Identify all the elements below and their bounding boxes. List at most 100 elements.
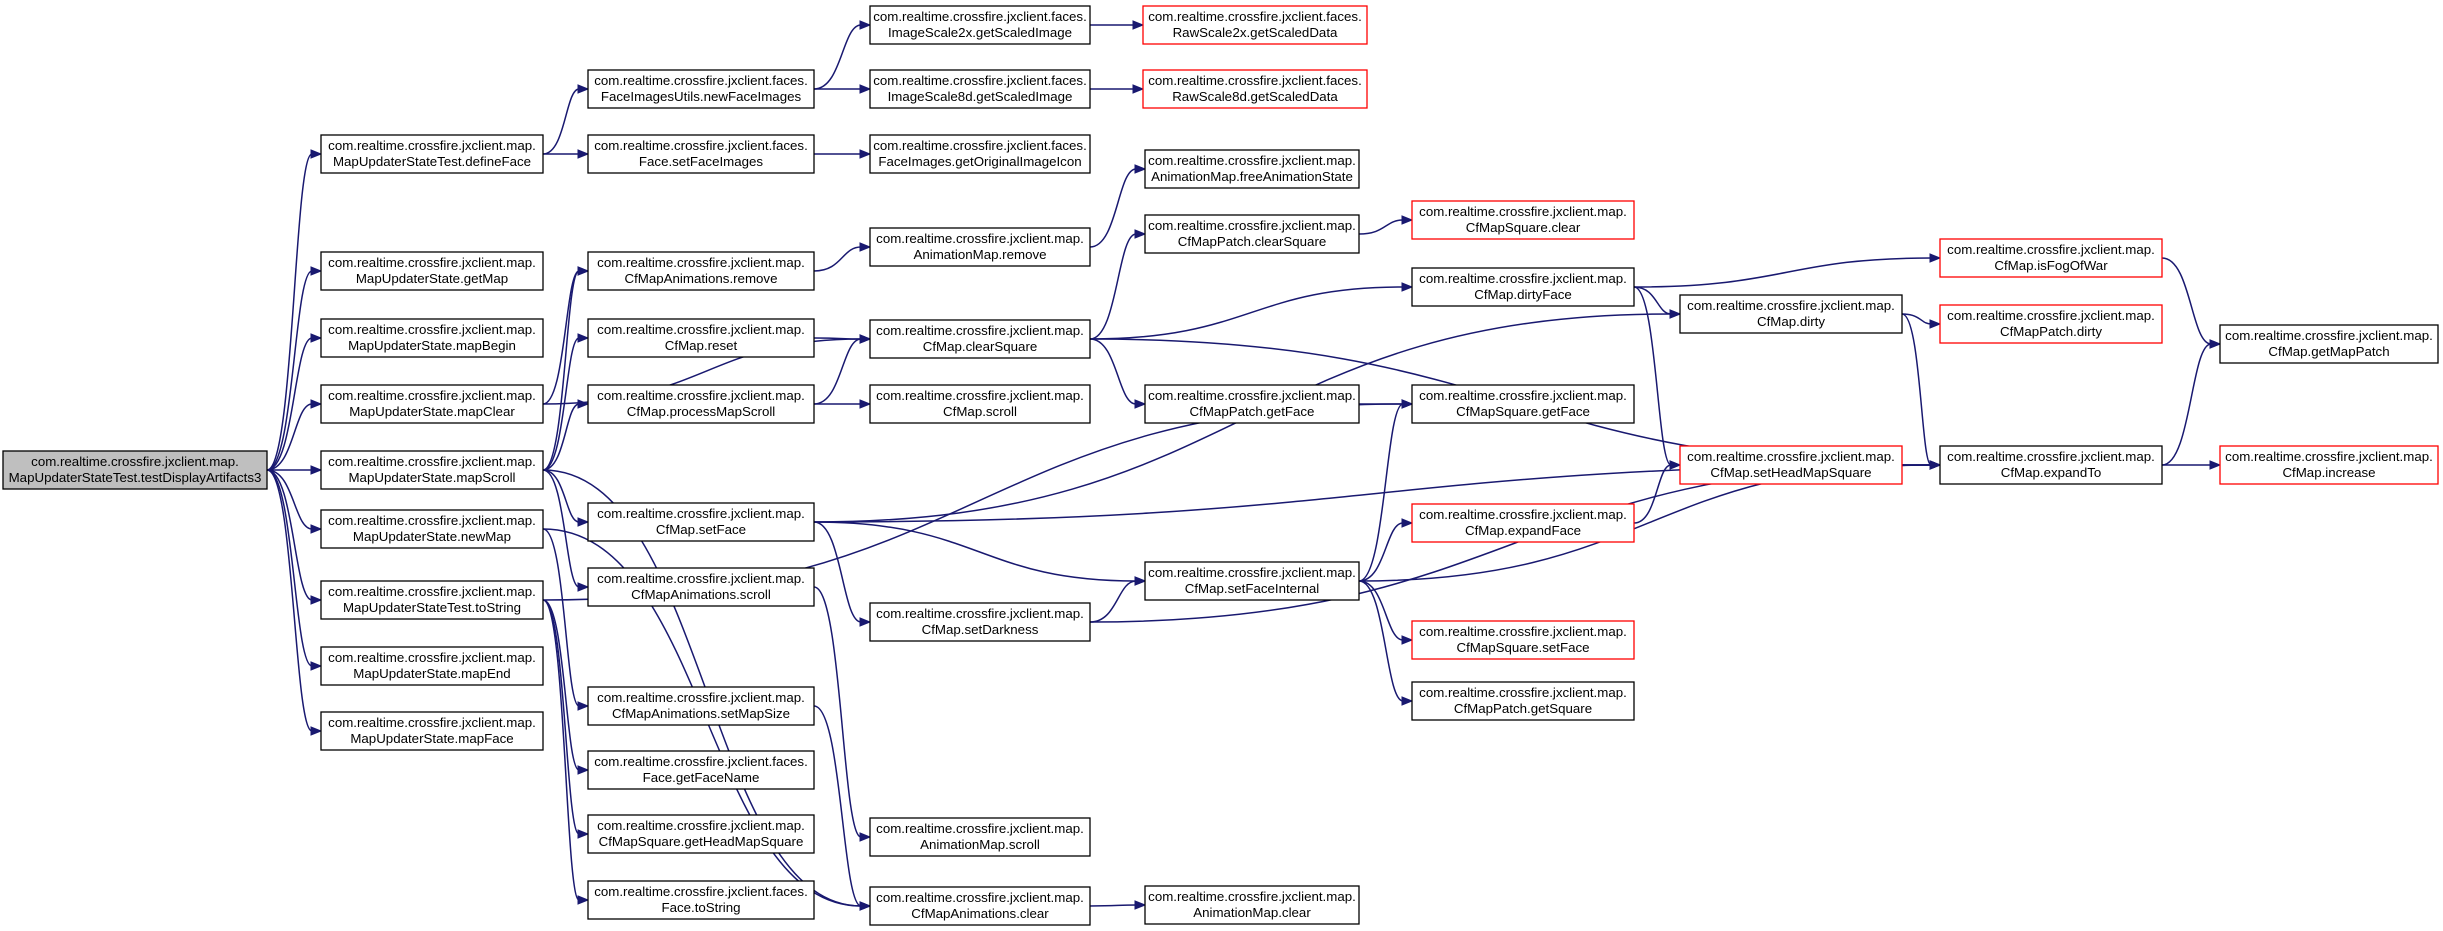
node-method-label: CfMap.setFaceInternal [1185,581,1320,596]
edge-cfmapSetFace-to-setFaceInternal [813,521,1147,586]
node-getOrigIcon[interactable]: com.realtime.crossfire.jxclient.faces.Fa… [869,134,1091,174]
node-cfmapScroll[interactable]: com.realtime.crossfire.jxclient.map.CfMa… [869,384,1091,424]
node-method-label: CfMapPatch.dirty [2000,324,2102,339]
node-setFaceInternal[interactable]: com.realtime.crossfire.jxclient.map.CfMa… [1144,561,1360,601]
node-mapClear[interactable]: com.realtime.crossfire.jxclient.map.MapU… [320,384,544,424]
node-package-label: com.realtime.crossfire.jxclient.map. [597,255,805,270]
node-box [869,227,1091,267]
edge-cfmapDirty-to-patchDirty [1901,313,1942,329]
node-isFogOfWar[interactable]: com.realtime.crossfire.jxclient.map.CfMa… [1939,238,2163,278]
node-box [869,886,1091,926]
node-squareClear[interactable]: com.realtime.crossfire.jxclient.map.CfMa… [1411,200,1635,240]
node-processMapScroll[interactable]: com.realtime.crossfire.jxclient.map.CfMa… [587,384,815,424]
node-box [587,750,815,790]
node-method-label: ImageScale8d.getScaledImage [888,89,1073,104]
node-box [869,319,1091,359]
node-patchGetSquare[interactable]: com.realtime.crossfire.jxclient.map.CfMa… [1411,681,1635,721]
node-box [869,602,1091,642]
edge-setMapSize-to-animClear [813,705,872,911]
node-freeAnimState[interactable]: com.realtime.crossfire.jxclient.map.Anim… [1144,149,1360,189]
node-getMapPatch[interactable]: com.realtime.crossfire.jxclient.map.CfMa… [2219,324,2439,364]
node-box [320,134,544,174]
edge-root-to-toString [266,469,323,605]
node-raw8d[interactable]: com.realtime.crossfire.jxclient.faces.Ra… [1142,69,1368,109]
node-patchDirty[interactable]: com.realtime.crossfire.jxclient.map.CfMa… [1939,304,2163,344]
node-is2xScaled[interactable]: com.realtime.crossfire.jxclient.faces.Im… [869,5,1091,45]
node-cfmapDirty[interactable]: com.realtime.crossfire.jxclient.map.CfMa… [1679,294,1903,334]
node-cfmapClearSquare[interactable]: com.realtime.crossfire.jxclient.map.CfMa… [869,319,1091,359]
node-cfmapSetFace[interactable]: com.realtime.crossfire.jxclient.map.CfMa… [587,502,815,542]
node-method-label: MapUpdaterStateTest.testDisplayArtifacts… [9,470,262,485]
node-mapBegin[interactable]: com.realtime.crossfire.jxclient.map.MapU… [320,318,544,358]
node-box [1144,561,1360,601]
node-newFaceImages[interactable]: com.realtime.crossfire.jxclient.faces.Fa… [587,69,815,109]
node-dirtyFace[interactable]: com.realtime.crossfire.jxclient.map.CfMa… [1411,267,1635,307]
node-method-label: CfMap.isFogOfWar [1994,258,2108,273]
node-animMapClear[interactable]: com.realtime.crossfire.jxclient.map.Anim… [1144,885,1360,925]
edge-processMapScroll-to-cfmapScroll [813,399,872,409]
node-getFaceName[interactable]: com.realtime.crossfire.jxclient.faces.Fa… [587,750,815,790]
node-box [587,251,815,291]
node-box [1144,214,1360,254]
node-increase[interactable]: com.realtime.crossfire.jxclient.map.CfMa… [2219,445,2439,485]
node-animClear[interactable]: com.realtime.crossfire.jxclient.map.CfMa… [869,886,1091,926]
node-box [1411,681,1635,721]
node-faceToString[interactable]: com.realtime.crossfire.jxclient.faces.Fa… [587,880,815,920]
edge-root-to-defineFace [266,149,323,471]
node-getHeadMapSquare[interactable]: com.realtime.crossfire.jxclient.map.CfMa… [587,814,815,854]
node-box [320,318,544,358]
node-squareSetFace[interactable]: com.realtime.crossfire.jxclient.map.CfMa… [1411,620,1635,660]
edge-is2xScaled-to-raw2x [1090,20,1145,30]
edge-animMapRemove-to-freeAnimState [1089,164,1147,248]
node-patchGetFace[interactable]: com.realtime.crossfire.jxclient.map.CfMa… [1144,384,1360,424]
node-box [1144,384,1360,424]
node-mapFace[interactable]: com.realtime.crossfire.jxclient.map.MapU… [320,711,544,751]
node-animScroll[interactable]: com.realtime.crossfire.jxclient.map.CfMa… [587,567,815,607]
node-package-label: com.realtime.crossfire.jxclient.map. [1947,449,2155,464]
node-root[interactable]: com.realtime.crossfire.jxclient.map.MapU… [2,450,268,490]
node-box [869,69,1091,109]
node-method-label: MapUpdaterState.mapEnd [353,666,510,681]
node-expandTo[interactable]: com.realtime.crossfire.jxclient.map.CfMa… [1939,445,2163,485]
node-method-label: MapUpdaterStateTest.toString [343,600,521,615]
edge-setDarkness-to-setFaceInternal [1089,576,1147,623]
node-box [1411,267,1635,307]
node-mapScroll[interactable]: com.realtime.crossfire.jxclient.map.MapU… [320,450,544,490]
edge-patchClearSquare-to-squareClear [1358,215,1414,235]
node-setMapSize[interactable]: com.realtime.crossfire.jxclient.map.CfMa… [587,686,815,726]
node-animMapRemove[interactable]: com.realtime.crossfire.jxclient.map.Anim… [869,227,1091,267]
node-setDarkness[interactable]: com.realtime.crossfire.jxclient.map.CfMa… [869,602,1091,642]
node-defineFace[interactable]: com.realtime.crossfire.jxclient.map.MapU… [320,134,544,174]
node-animMapScroll[interactable]: com.realtime.crossfire.jxclient.map.Anim… [869,817,1091,857]
node-getMap[interactable]: com.realtime.crossfire.jxclient.map.MapU… [320,251,544,291]
node-box [587,686,815,726]
node-box [1142,69,1368,109]
node-expandFace[interactable]: com.realtime.crossfire.jxclient.map.CfMa… [1411,503,1635,543]
call-nodes: com.realtime.crossfire.jxclient.map. MapU… [2,5,2439,926]
edge-processMapScroll-to-cfmapClearSquare [813,334,872,405]
node-setHeadMapSquare[interactable]: com.realtime.crossfire.jxclient.map.CfMa… [1679,445,1903,485]
node-method-label: Face.getFaceName [643,770,760,785]
node-squareGetFace[interactable]: com.realtime.crossfire.jxclient.map.CfMa… [1411,384,1635,424]
node-patchClearSquare[interactable]: com.realtime.crossfire.jxclient.map.CfMa… [1144,214,1360,254]
node-newMap[interactable]: com.realtime.crossfire.jxclient.map.MapU… [320,509,544,549]
node-method-label: CfMapAnimations.remove [625,271,778,286]
node-package-label: com.realtime.crossfire.jxclient.faces. [594,73,808,88]
node-is8dScaled[interactable]: com.realtime.crossfire.jxclient.faces.Im… [869,69,1091,109]
node-box [320,580,544,620]
node-mapEnd[interactable]: com.realtime.crossfire.jxclient.map.MapU… [320,646,544,686]
node-setFaceImages[interactable]: com.realtime.crossfire.jxclient.faces.Fa… [587,134,815,174]
node-animRemove[interactable]: com.realtime.crossfire.jxclient.map.CfMa… [587,251,815,291]
node-box [587,880,815,920]
edge-isFogOfWar-to-getMapPatch [2161,257,2222,349]
node-box [1411,620,1635,660]
node-package-label: com.realtime.crossfire.jxclient.faces. [594,754,808,769]
node-cfmapReset[interactable]: com.realtime.crossfire.jxclient.map.CfMa… [587,318,815,358]
node-package-label: com.realtime.crossfire.jxclient.map. [876,890,1084,905]
node-toString[interactable]: com.realtime.crossfire.jxclient.map.MapU… [320,580,544,620]
edge-animClear-to-animMapClear [1089,900,1147,910]
node-package-label: com.realtime.crossfire.jxclient.faces. [594,138,808,153]
edge-animRemove-to-animMapRemove [813,242,872,272]
node-package-label: com.realtime.crossfire.jxclient.map. [1148,889,1356,904]
node-raw2x[interactable]: com.realtime.crossfire.jxclient.faces.Ra… [1142,5,1368,45]
